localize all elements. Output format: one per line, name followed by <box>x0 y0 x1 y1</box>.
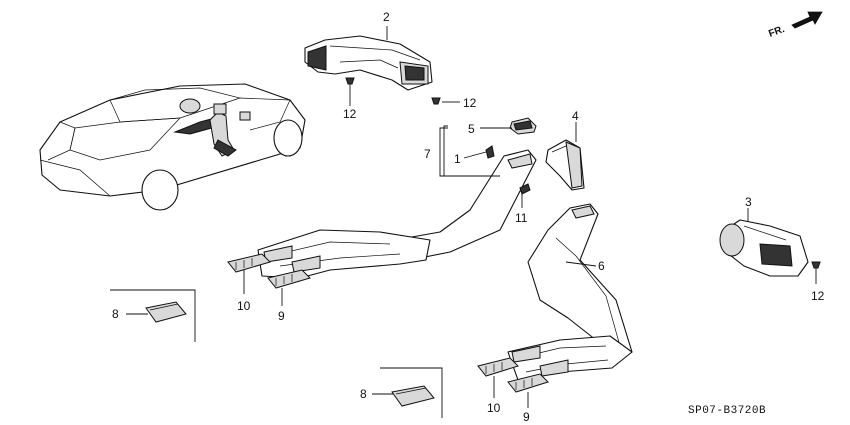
callout-12: 12 <box>343 107 357 121</box>
callout-7: 7 <box>424 147 431 161</box>
part-10-vent-grille-upper <box>227 253 271 273</box>
callout-8: 8 <box>360 387 367 401</box>
part-8-vent-cap-upper <box>110 289 196 342</box>
callout-6: 6 <box>598 259 605 273</box>
callout-10: 10 <box>237 299 251 313</box>
callout-10: 10 <box>487 401 501 415</box>
leader-lines <box>126 26 749 408</box>
bracket-7 <box>439 127 448 177</box>
callout-4: 4 <box>572 109 579 123</box>
arrow-right-icon <box>791 11 823 29</box>
callout-2: 2 <box>383 10 390 24</box>
callout-9: 9 <box>278 309 285 323</box>
callout-12: 12 <box>463 96 477 110</box>
callout-9: 9 <box>523 410 530 424</box>
callout-1: 1 <box>454 152 461 166</box>
part-10-vent-grille-lower <box>477 357 519 377</box>
front-direction-indicator: FR. <box>767 11 823 40</box>
front-label: FR. <box>767 24 786 40</box>
callout-3: 3 <box>745 195 752 209</box>
part-9-vent-grille-lower <box>507 373 549 393</box>
part-8-vent-cap-lower <box>380 367 443 418</box>
diagram-code: SP07-B3720B <box>688 405 766 417</box>
callout-8: 8 <box>112 307 119 321</box>
callout-5: 5 <box>468 122 475 136</box>
clip-12-left <box>345 77 355 100</box>
clip-12-far-right <box>811 261 821 284</box>
screw-11 <box>519 183 531 208</box>
part-3-vent-outlet <box>719 219 809 277</box>
callout-11: 11 <box>515 211 528 225</box>
part-9-vent-grille-upper <box>267 269 311 289</box>
callouts: 2 12 12 5 4 7 1 11 3 6 12 8 10 9 8 10 9 <box>112 10 825 424</box>
part-7-side-duct-assembly <box>257 117 537 279</box>
part-4-side-vent <box>545 139 585 191</box>
part-6-side-duct <box>507 203 633 381</box>
clip-12-right <box>431 97 458 105</box>
vehicle-overview-illustration <box>39 83 306 211</box>
callout-12: 12 <box>811 289 825 303</box>
part-2-center-duct <box>304 35 433 91</box>
